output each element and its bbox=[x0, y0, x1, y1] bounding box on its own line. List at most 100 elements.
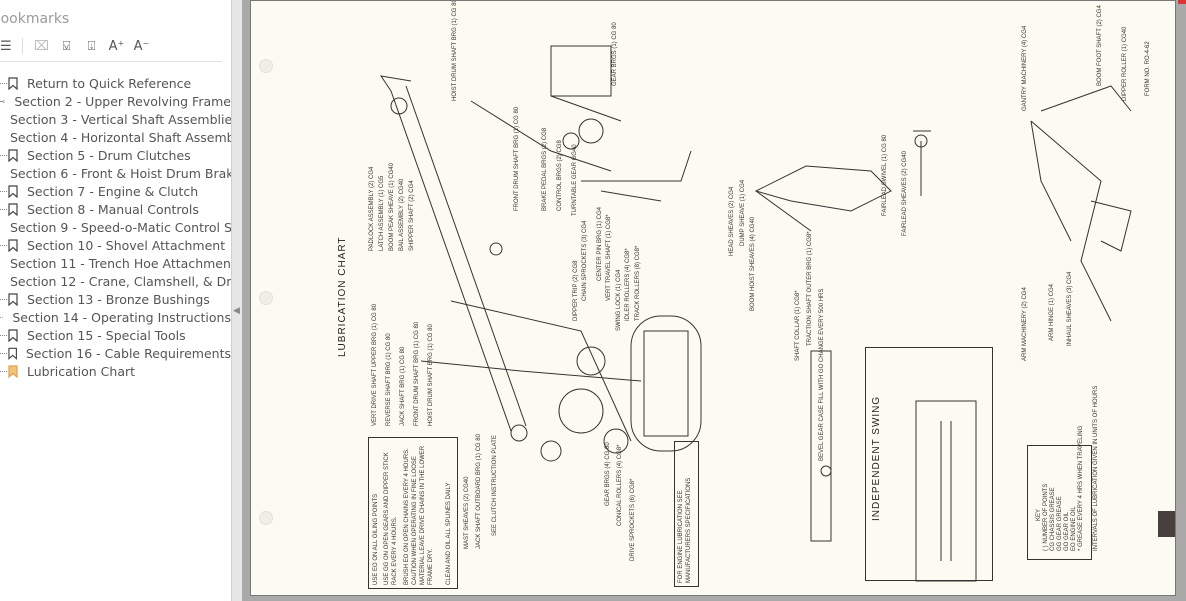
tree-connector bbox=[0, 82, 7, 84]
bookmark-label: Section 4 - Horizontal Shaft Assemblies bbox=[10, 129, 231, 145]
pdf-page: LUBRICATION CHART USE EO ON ALL OILING P… bbox=[250, 0, 1176, 596]
lubrication-diagram bbox=[379, 45, 1132, 582]
callout-label: VERT TRAVEL SHAFT (1) CG8* bbox=[606, 214, 612, 301]
bookmark-item[interactable]: Section 13 - Bronze Bushings bbox=[0, 290, 231, 308]
key-box bbox=[1027, 445, 1092, 560]
callout-label: INHAUL SHEAVES (3) CG4 bbox=[1067, 271, 1073, 346]
bookmarks-panel: Bookmarks ☰ ⌧ ⍌ ⍗ A⁺ A⁻ Return to Quick … bbox=[0, 0, 231, 601]
bookmark-label: Section 12 - Crane, Clamshell, & Draglin… bbox=[10, 273, 231, 289]
tree-connector bbox=[0, 190, 7, 192]
callout-label: BOOM HOIST SHEAVES (4) CG40 bbox=[750, 216, 756, 311]
callout-label: GEAR BRGS (4) CG 80 bbox=[605, 442, 611, 506]
swing-title: INDEPENDENT SWING bbox=[871, 395, 882, 521]
bookmarks-toolbar: ☰ ⌧ ⍌ ⍗ A⁺ A⁻ bbox=[0, 36, 154, 56]
callout-label: SHAFT COLLAR (1) CG8* bbox=[795, 290, 801, 361]
bookmark-item[interactable]: Section 3 - Vertical Shaft Assemblies bbox=[0, 110, 231, 128]
punch-hole bbox=[259, 59, 273, 73]
bookmark-label: Section 10 - Shovel Attachment bbox=[27, 237, 226, 253]
tree-connector bbox=[0, 352, 7, 354]
callout-label: TRACTION SHAFT OUTER BRG (1) CG8* bbox=[807, 231, 813, 346]
callout-label: GANTRY MACHINERY (4) CG4 bbox=[1022, 25, 1028, 111]
bookmark-item[interactable]: Section 12 - Crane, Clamshell, & Draglin… bbox=[0, 272, 231, 290]
form-number: FORM NO. RO-4-62 bbox=[1145, 41, 1151, 96]
decrease-text-size-icon[interactable]: A⁻ bbox=[133, 38, 150, 54]
bookmark-label: Section 14 - Operating Instructions bbox=[12, 309, 231, 325]
callout-label: HEAD SHEAVES (2) CG4 bbox=[729, 186, 735, 256]
page-tab-marker bbox=[1158, 511, 1175, 537]
panel-title: Bookmarks bbox=[0, 11, 70, 27]
add-bookmark-icon[interactable]: ⍌ bbox=[62, 38, 71, 54]
bookmark-item[interactable]: Section 2 - Upper Revolving Frame bbox=[0, 92, 231, 110]
tree-connector bbox=[0, 154, 7, 156]
bookmark-item[interactable]: Section 7 - Engine & Clutch bbox=[0, 182, 231, 200]
bookmark-icon bbox=[8, 328, 18, 342]
bookmark-item[interactable]: Lubrication Chart bbox=[0, 362, 231, 380]
increase-text-size-icon[interactable]: A⁺ bbox=[108, 38, 125, 54]
callout-label: CONICAL ROLLERS (4) CG8* bbox=[617, 444, 623, 526]
bookmark-label: Section 2 - Upper Revolving Frame bbox=[14, 93, 231, 109]
callout-label: DIPPER TRIP (2) CG8 bbox=[573, 260, 579, 321]
callout-label: CONTROL BRGS (2) CG8 bbox=[557, 140, 563, 211]
collapse-panel-icon[interactable]: ◀ bbox=[233, 306, 240, 316]
bookmark-label: Section 3 - Vertical Shaft Assemblies bbox=[10, 111, 231, 127]
bookmark-label: Section 5 - Drum Clutches bbox=[27, 147, 191, 163]
bookmark-item[interactable]: Section 16 - Cable Requirements bbox=[0, 344, 231, 362]
tree-connector bbox=[0, 298, 7, 300]
toolbar-separator bbox=[22, 38, 23, 54]
bookmark-item[interactable]: Section 11 - Trench Hoe Attachment bbox=[0, 254, 231, 272]
tree-connector bbox=[0, 208, 7, 210]
tree-connector bbox=[0, 244, 7, 246]
bookmark-label: Section 15 - Special Tools bbox=[27, 327, 186, 343]
bookmark-item[interactable]: Section 5 - Drum Clutches bbox=[0, 146, 231, 164]
callout-label: FRONT DRUM SHAFT BRG (1) CG 80 bbox=[414, 321, 420, 426]
bookmark-icon bbox=[2, 316, 4, 318]
bookmark-icon bbox=[7, 347, 17, 360]
callout-label: CHAIN SPROCKETS (3) CG4 bbox=[582, 220, 588, 301]
callout-label: IDLER ROLLERS (4) CG8* bbox=[625, 248, 631, 321]
delete-bookmark-icon[interactable]: ⌧ bbox=[34, 38, 49, 54]
callout-label: CENTER PIN BRG (1) CG4 bbox=[597, 206, 603, 281]
note: CLEAN AND OIL ALL SPLINES DAILY bbox=[446, 482, 452, 586]
bookmark-item[interactable]: Section 6 - Front & Hoist Drum Brakes bbox=[0, 164, 231, 182]
bookmark-item[interactable]: Section 4 - Horizontal Shaft Assemblies bbox=[0, 128, 231, 146]
bookmark-label: Section 8 - Manual Controls bbox=[27, 201, 199, 217]
notes-box bbox=[368, 437, 458, 589]
note: USE GG ON OPEN GEARS AND DIPPER STICK RA… bbox=[384, 452, 398, 585]
bookmark-label: Return to Quick Reference bbox=[27, 75, 192, 91]
bookmark-item[interactable]: Section 14 - Operating Instructions bbox=[0, 308, 231, 326]
bookmark-icon bbox=[8, 148, 18, 162]
expand-all-icon[interactable]: ☰ bbox=[0, 38, 12, 54]
bookmark-icon bbox=[2, 99, 6, 103]
callout-label: LATCH ASSEMBLY (1) CG5 bbox=[379, 175, 385, 251]
bookmark-item[interactable]: Section 15 - Special Tools bbox=[0, 326, 231, 344]
note: USE EO ON ALL OILING POINTS bbox=[373, 493, 379, 585]
callout-label: MAST SHEAVES (2) CG40 bbox=[464, 476, 470, 549]
bookmark-item[interactable]: Section 10 - Shovel Attachment bbox=[0, 236, 231, 254]
panel-splitter[interactable] bbox=[231, 0, 242, 601]
toolbar-divider bbox=[0, 61, 222, 62]
callout-label: PADLOCK ASSEMBLY (2) CG4 bbox=[369, 166, 375, 251]
bookmark-icon bbox=[8, 184, 18, 198]
bookmark-label: Lubrication Chart bbox=[27, 363, 136, 379]
callout-label: GEAR BRGS (1) CG 80 bbox=[612, 22, 618, 86]
note: BRUSH EO ON OPEN CHAINS EVERY 4 HOURS. C… bbox=[404, 445, 434, 585]
callout-label: BEVEL GEAR CASE FILL WITH GO CHANGE EVER… bbox=[819, 288, 825, 461]
tree-connector bbox=[0, 334, 7, 336]
scroll-marker bbox=[1178, 0, 1186, 4]
bookmark-item[interactable]: Return to Quick Reference bbox=[0, 74, 231, 92]
callout-label: JACK SHAFT OUTBOARD BRG (1) CG 80 bbox=[476, 434, 482, 549]
callout-label: HOIST DRUM SHAFT BRG (1) CG 80 bbox=[452, 0, 458, 101]
punch-hole bbox=[259, 291, 273, 305]
bookmark-item[interactable]: Section 8 - Manual Controls bbox=[0, 200, 231, 218]
callout-label: BAIL ASSEMBLY (2) CG40 bbox=[399, 178, 405, 251]
bookmark-item[interactable]: Section 9 - Speed-o-Matic Control System bbox=[0, 218, 231, 236]
callout-label: DUMP SHEAVE (1) CG4 bbox=[740, 179, 746, 246]
callout-label: REVERSE SHAFT BRG (1) CG 80 bbox=[386, 333, 392, 426]
key-entry: * GREASE EVERY 4 HRS WHEN TRAVELING bbox=[1078, 425, 1084, 551]
callout-label: FAIRLEAD SHEAVES (2) CG40 bbox=[902, 151, 908, 236]
callout-label: TRACK ROLLERS (8) CG8* bbox=[635, 245, 641, 321]
add-child-bookmark-icon[interactable]: ⍗ bbox=[87, 38, 96, 54]
tree-connector bbox=[0, 370, 7, 372]
callout-label: SWING LOCK (1) CG4 bbox=[616, 269, 622, 331]
callout-label: BOOM PEAK SHEAVE (1) CG40 bbox=[389, 163, 395, 251]
